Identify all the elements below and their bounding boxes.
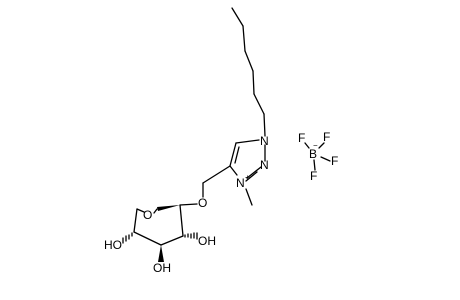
- atom-f-bottom: F: [310, 169, 317, 183]
- atom-labels: N N N + O O OH OH HO B − F F F F: [104, 130, 338, 275]
- bond-b-f-right: [320, 156, 331, 162]
- pyranose-ring: [133, 204, 184, 246]
- bond-c4-n1: [235, 139, 260, 144]
- bond-c5-ch2: [202, 165, 231, 184]
- bond-ring-o-c5: [136, 208, 145, 213]
- bond-b-f-bottom: [313, 159, 316, 171]
- bond-hexyl-1: [231, 7, 244, 27]
- wedge-c3-oh: [158, 245, 164, 262]
- atom-o-linker: O: [198, 196, 207, 210]
- bond-c3-c2: [160, 235, 184, 246]
- bond-b-f-left: [304, 142, 310, 149]
- triazolium-ring: [229, 139, 266, 206]
- atom-b: B: [309, 147, 317, 161]
- bond-hexyl-2: [242, 25, 246, 52]
- bond-n3-c5: [229, 165, 238, 176]
- bond-c2-c1: [179, 204, 184, 237]
- bond-c5-c4: [229, 142, 237, 167]
- charge-n3: +: [245, 173, 250, 182]
- atom-n1: N: [260, 134, 269, 148]
- wedge-anomeric: [157, 205, 180, 211]
- bond-hexyl-3: [244, 50, 254, 72]
- bond-c5-c4-inner: [234, 146, 240, 164]
- methylene-ether-linker: [179, 165, 231, 206]
- tetrafluoroborate-bonds: [304, 142, 331, 171]
- atom-f-right: F: [331, 154, 338, 168]
- atom-oh-c3: OH: [153, 261, 171, 275]
- charge-b: −: [313, 141, 318, 150]
- bond-hexyl-5: [253, 93, 265, 115]
- hash-c2-oh: [184, 232, 198, 240]
- hexyl-chain: [231, 7, 266, 137]
- sugar-substituents: [122, 232, 198, 262]
- bond-b-f-top: [318, 142, 325, 149]
- atom-ho-c4: HO: [104, 238, 122, 252]
- bond-c4-c3: [133, 231, 162, 246]
- atom-oh-c2: OH: [198, 234, 216, 248]
- bond-o-anomeric: [179, 203, 198, 206]
- bond-c5-c4: [133, 208, 138, 233]
- bond-hexyl-n1: [263, 113, 266, 137]
- atom-f-top: F: [323, 130, 330, 144]
- atom-n2: N: [260, 158, 269, 172]
- hash-c4-oh: [122, 232, 133, 244]
- bond-n2-n3-inner: [245, 171, 258, 182]
- bond-c1-ring-o: [153, 208, 158, 214]
- bond-n3-methyl: [245, 188, 253, 206]
- atom-f-left: F: [298, 131, 305, 145]
- bond-hexyl-4: [252, 70, 255, 95]
- atom-n3: N: [236, 176, 245, 190]
- atom-o-ring: O: [143, 208, 152, 222]
- bond-n2-n3-outer: [246, 166, 262, 179]
